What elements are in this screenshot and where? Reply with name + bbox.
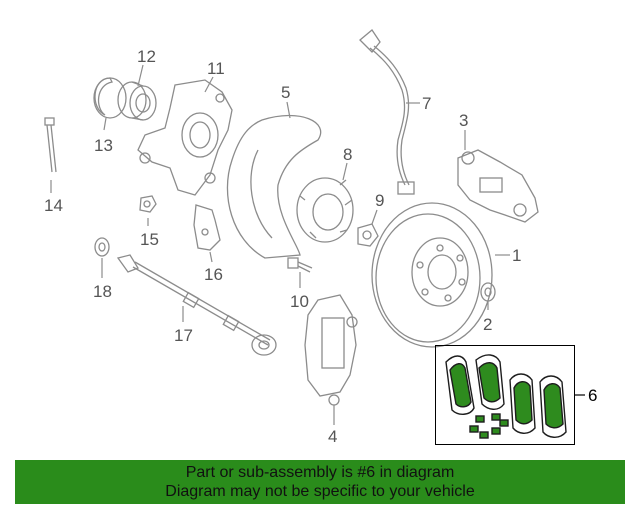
leader-lines <box>50 64 585 425</box>
callout-16: 16 <box>204 265 223 284</box>
callout-15: 15 <box>140 230 159 249</box>
long-bolt-part <box>44 117 57 173</box>
sensor-wire-part <box>359 29 415 195</box>
callout-4: 4 <box>328 427 337 446</box>
callout-6: 6 <box>588 386 597 405</box>
parts-diagram: 1 2 3 4 5 6 7 8 9 10 11 12 13 14 15 16 1… <box>44 29 597 446</box>
callout-7: 7 <box>422 94 431 113</box>
callout-11: 11 <box>207 59 225 78</box>
callout-12: 12 <box>137 47 156 66</box>
caliper-bracket-part <box>457 149 539 223</box>
brake-caliper-part <box>304 294 358 406</box>
callout-13: 13 <box>94 136 113 155</box>
bracket-16-part <box>193 204 221 251</box>
callout-1: 1 <box>512 246 521 265</box>
callout-10: 10 <box>290 292 309 311</box>
brake-pad-kit-part <box>445 354 567 439</box>
callout-14: 14 <box>44 196 63 215</box>
nut-15-part <box>139 195 157 213</box>
bleeder-screw-part <box>287 257 313 273</box>
wheel-bearing-part <box>117 81 157 121</box>
banner-line-2: Diagram may not be specific to your vehi… <box>165 483 475 500</box>
callout-18: 18 <box>93 282 112 301</box>
wheel-hub-part <box>296 177 354 243</box>
callout-17: 17 <box>174 326 193 345</box>
hub-nut-part <box>357 223 379 247</box>
rotor-screw-part <box>480 282 496 302</box>
snap-ring-part <box>93 77 127 119</box>
callout-8: 8 <box>343 145 352 164</box>
tie-rod-part <box>116 254 277 356</box>
callout-2: 2 <box>483 315 492 334</box>
callout-3: 3 <box>459 111 468 130</box>
steering-knuckle-part <box>137 79 233 196</box>
callout-5: 5 <box>281 83 290 102</box>
callout-9: 9 <box>375 191 384 210</box>
info-banner: Part or sub-assembly is #6 in diagram Di… <box>15 460 625 504</box>
splash-shield-part <box>226 114 322 259</box>
highlighted-part-box <box>435 345 575 445</box>
banner-line-1: Part or sub-assembly is #6 in diagram <box>185 464 455 481</box>
boot-18-part <box>94 237 110 257</box>
brake-rotor-part <box>371 202 493 348</box>
